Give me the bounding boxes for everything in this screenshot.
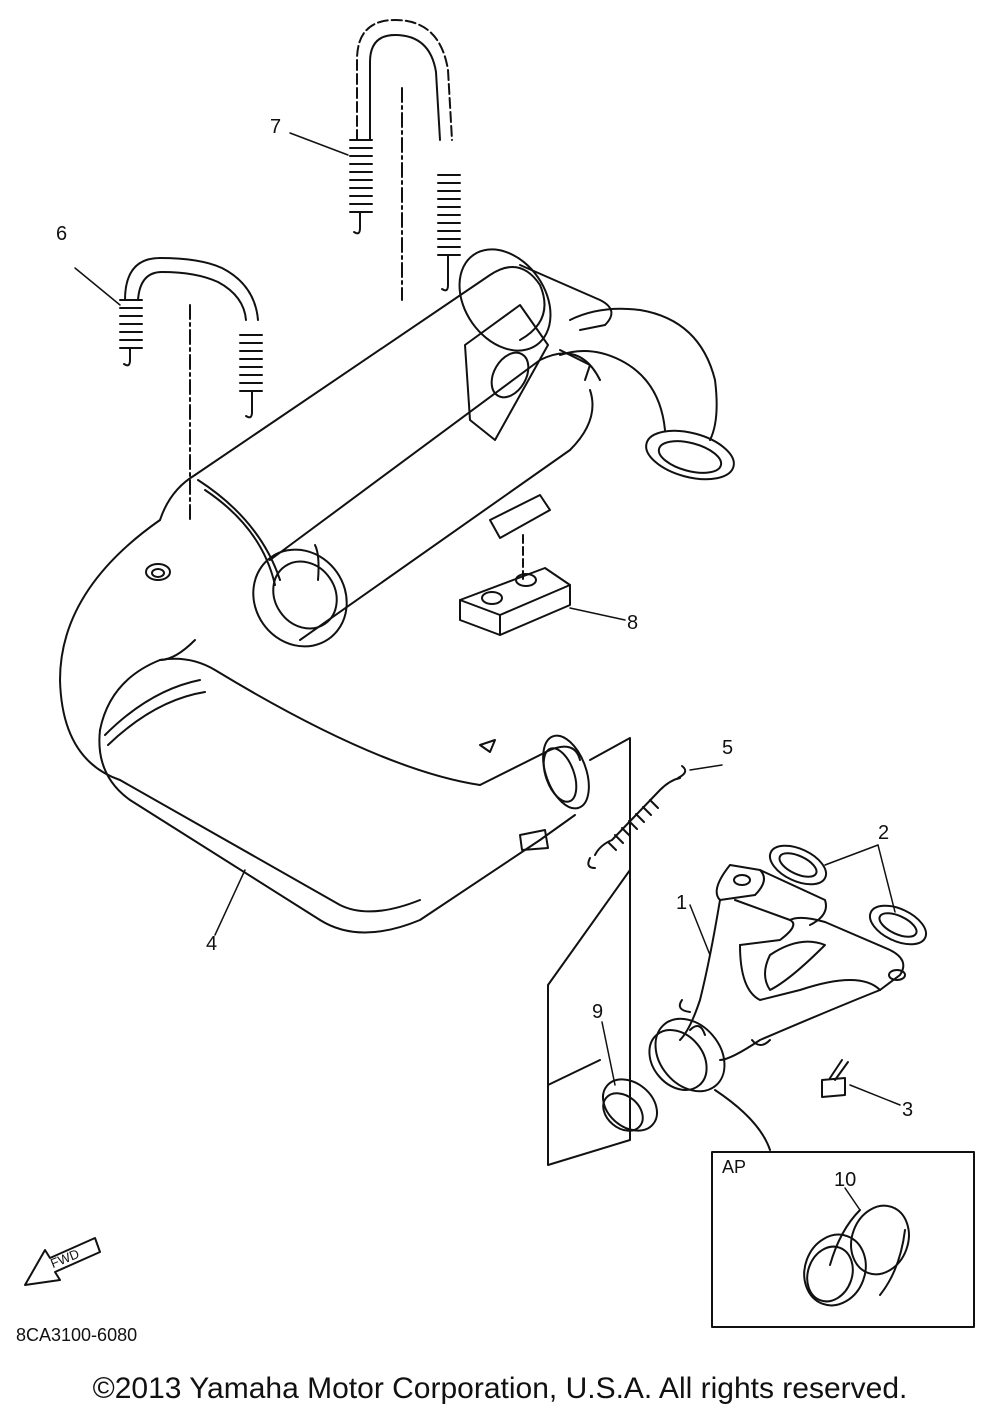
gaskets-2 (768, 844, 928, 946)
leader-lines (74, 132, 901, 1211)
hanger-spring-6 (119, 257, 263, 521)
hanger-spring-7 (349, 19, 461, 301)
fwd-arrow-icon (24, 1237, 101, 1286)
callout-4: 4 (206, 933, 218, 955)
callout-9: 9 (592, 1001, 604, 1023)
callout-8: 8 (627, 612, 639, 634)
bolt-3 (821, 1059, 849, 1098)
exhaust-manifold-1 (648, 864, 906, 1093)
seal-ring-9 (602, 1078, 658, 1132)
callout-1: 1 (676, 892, 688, 914)
joint-callout-bracket (547, 737, 631, 1166)
callout-6: 6 (56, 223, 68, 245)
muffler-inlet-pipe (464, 264, 735, 581)
spring-5 (587, 765, 687, 869)
muffler-body-4 (59, 248, 601, 934)
callout-5: 5 (722, 737, 734, 759)
callout-2: 2 (878, 822, 890, 844)
diagram-part-code: 8CA3100-6080 (16, 1325, 138, 1345)
callout-3: 3 (902, 1099, 914, 1121)
inset-label: AP (722, 1157, 747, 1177)
callout-10: 10 (834, 1169, 857, 1191)
callout-7: 7 (270, 116, 282, 138)
copyright-notice: ©2013 Yamaha Motor Corporation, U.S.A. A… (92, 1372, 908, 1405)
inset-ap (711, 1089, 975, 1328)
rubber-mount-8 (459, 567, 571, 636)
